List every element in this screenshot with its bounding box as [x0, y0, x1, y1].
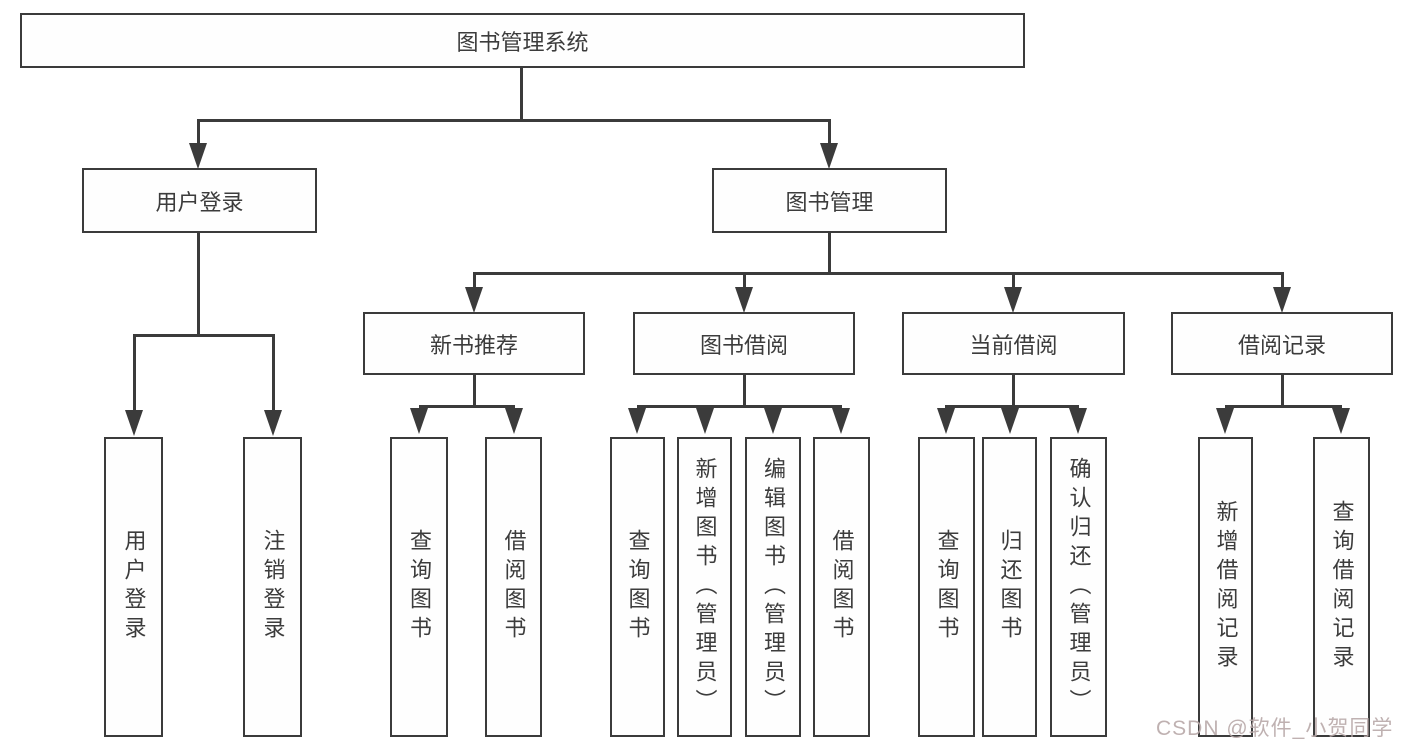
leaf-cb-confirm-return-admin: 确认归还（管理员） [1050, 437, 1107, 737]
arrowhead-bb-add [696, 408, 714, 434]
arrowhead-br-query [1332, 408, 1350, 434]
connector-book-mgmt-shaft [828, 119, 831, 147]
connector-current-borrow-shaft [1012, 272, 1015, 290]
connector-bb-hline [637, 405, 842, 408]
leaf-bb-edit-books-admin: 编辑图书（管理员） [745, 437, 801, 737]
arrowhead-bb-edit [764, 408, 782, 434]
leaf-logout: 注销登录 [243, 437, 302, 737]
connector-new-book-shaft [473, 272, 476, 290]
node-current-borrowing: 当前借阅 [902, 312, 1125, 375]
leaf-bb-query-books: 查询图书 [610, 437, 665, 737]
leaf-br-add-record: 新增借阅记录 [1198, 437, 1253, 737]
leaf-cb-query-books: 查询图书 [918, 437, 975, 737]
arrowhead-current-borrow [1004, 287, 1022, 313]
arrowhead-leaf-logout [264, 410, 282, 436]
arrowhead-nbr-query [410, 408, 428, 434]
connector-user-login-stem [197, 233, 200, 336]
connector-leaf-logout-shaft [272, 334, 275, 412]
arrowhead-new-book [465, 287, 483, 313]
arrowhead-cb-query [937, 408, 955, 434]
connector-nbr-hline [419, 405, 515, 408]
arrowhead-cb-return [1001, 408, 1019, 434]
connector-user-login-shaft [197, 119, 200, 147]
connector-bb-stem [743, 375, 746, 408]
leaf-bb-borrow-books: 借阅图书 [813, 437, 870, 737]
leaf-br-query-record: 查询借阅记录 [1313, 437, 1370, 737]
connector-root-stem [520, 68, 523, 121]
connector-book-borrow-shaft [743, 272, 746, 290]
connector-br-stem [1281, 375, 1284, 408]
arrowhead-borrow-records [1273, 287, 1291, 313]
leaf-nbr-query-books: 查询图书 [390, 437, 448, 737]
connector-cb-hline [945, 405, 1079, 408]
arrowhead-br-add [1216, 408, 1234, 434]
node-root: 图书管理系统 [20, 13, 1025, 68]
connector-borrow-records-shaft [1281, 272, 1284, 290]
connector-leaf-user-login-shaft [133, 334, 136, 412]
arrowhead-cb-confirm [1069, 408, 1087, 434]
arrowhead-book-borrow [735, 287, 753, 313]
arrowhead-leaf-user-login [125, 410, 143, 436]
connector-nbr-stem [473, 375, 476, 408]
arrowhead-bb-borrow [832, 408, 850, 434]
leaf-nbr-borrow-books: 借阅图书 [485, 437, 542, 737]
node-new-book-recommend: 新书推荐 [363, 312, 585, 375]
node-book-management: 图书管理 [712, 168, 947, 233]
node-user-login: 用户登录 [82, 168, 317, 233]
connector-user-login-hline [133, 334, 275, 337]
node-borrowing-records: 借阅记录 [1171, 312, 1393, 375]
connector-book-mgmt-stem [828, 233, 831, 274]
connector-level1-hline [197, 119, 831, 122]
arrowhead-bb-query [628, 408, 646, 434]
arrowhead-book-mgmt [820, 143, 838, 169]
leaf-cb-return-books: 归还图书 [982, 437, 1037, 737]
csdn-watermark: CSDN @软件_小贺同学 [1156, 717, 1394, 740]
arrowhead-user-login [189, 143, 207, 169]
node-book-borrowing: 图书借阅 [633, 312, 855, 375]
arrowhead-nbr-borrow [505, 408, 523, 434]
leaf-user-login: 用户登录 [104, 437, 163, 737]
leaf-bb-add-books-admin: 新增图书（管理员） [677, 437, 732, 737]
connector-br-hline [1225, 405, 1342, 408]
connector-level2-hline [473, 272, 1284, 275]
connector-cb-stem [1012, 375, 1015, 408]
